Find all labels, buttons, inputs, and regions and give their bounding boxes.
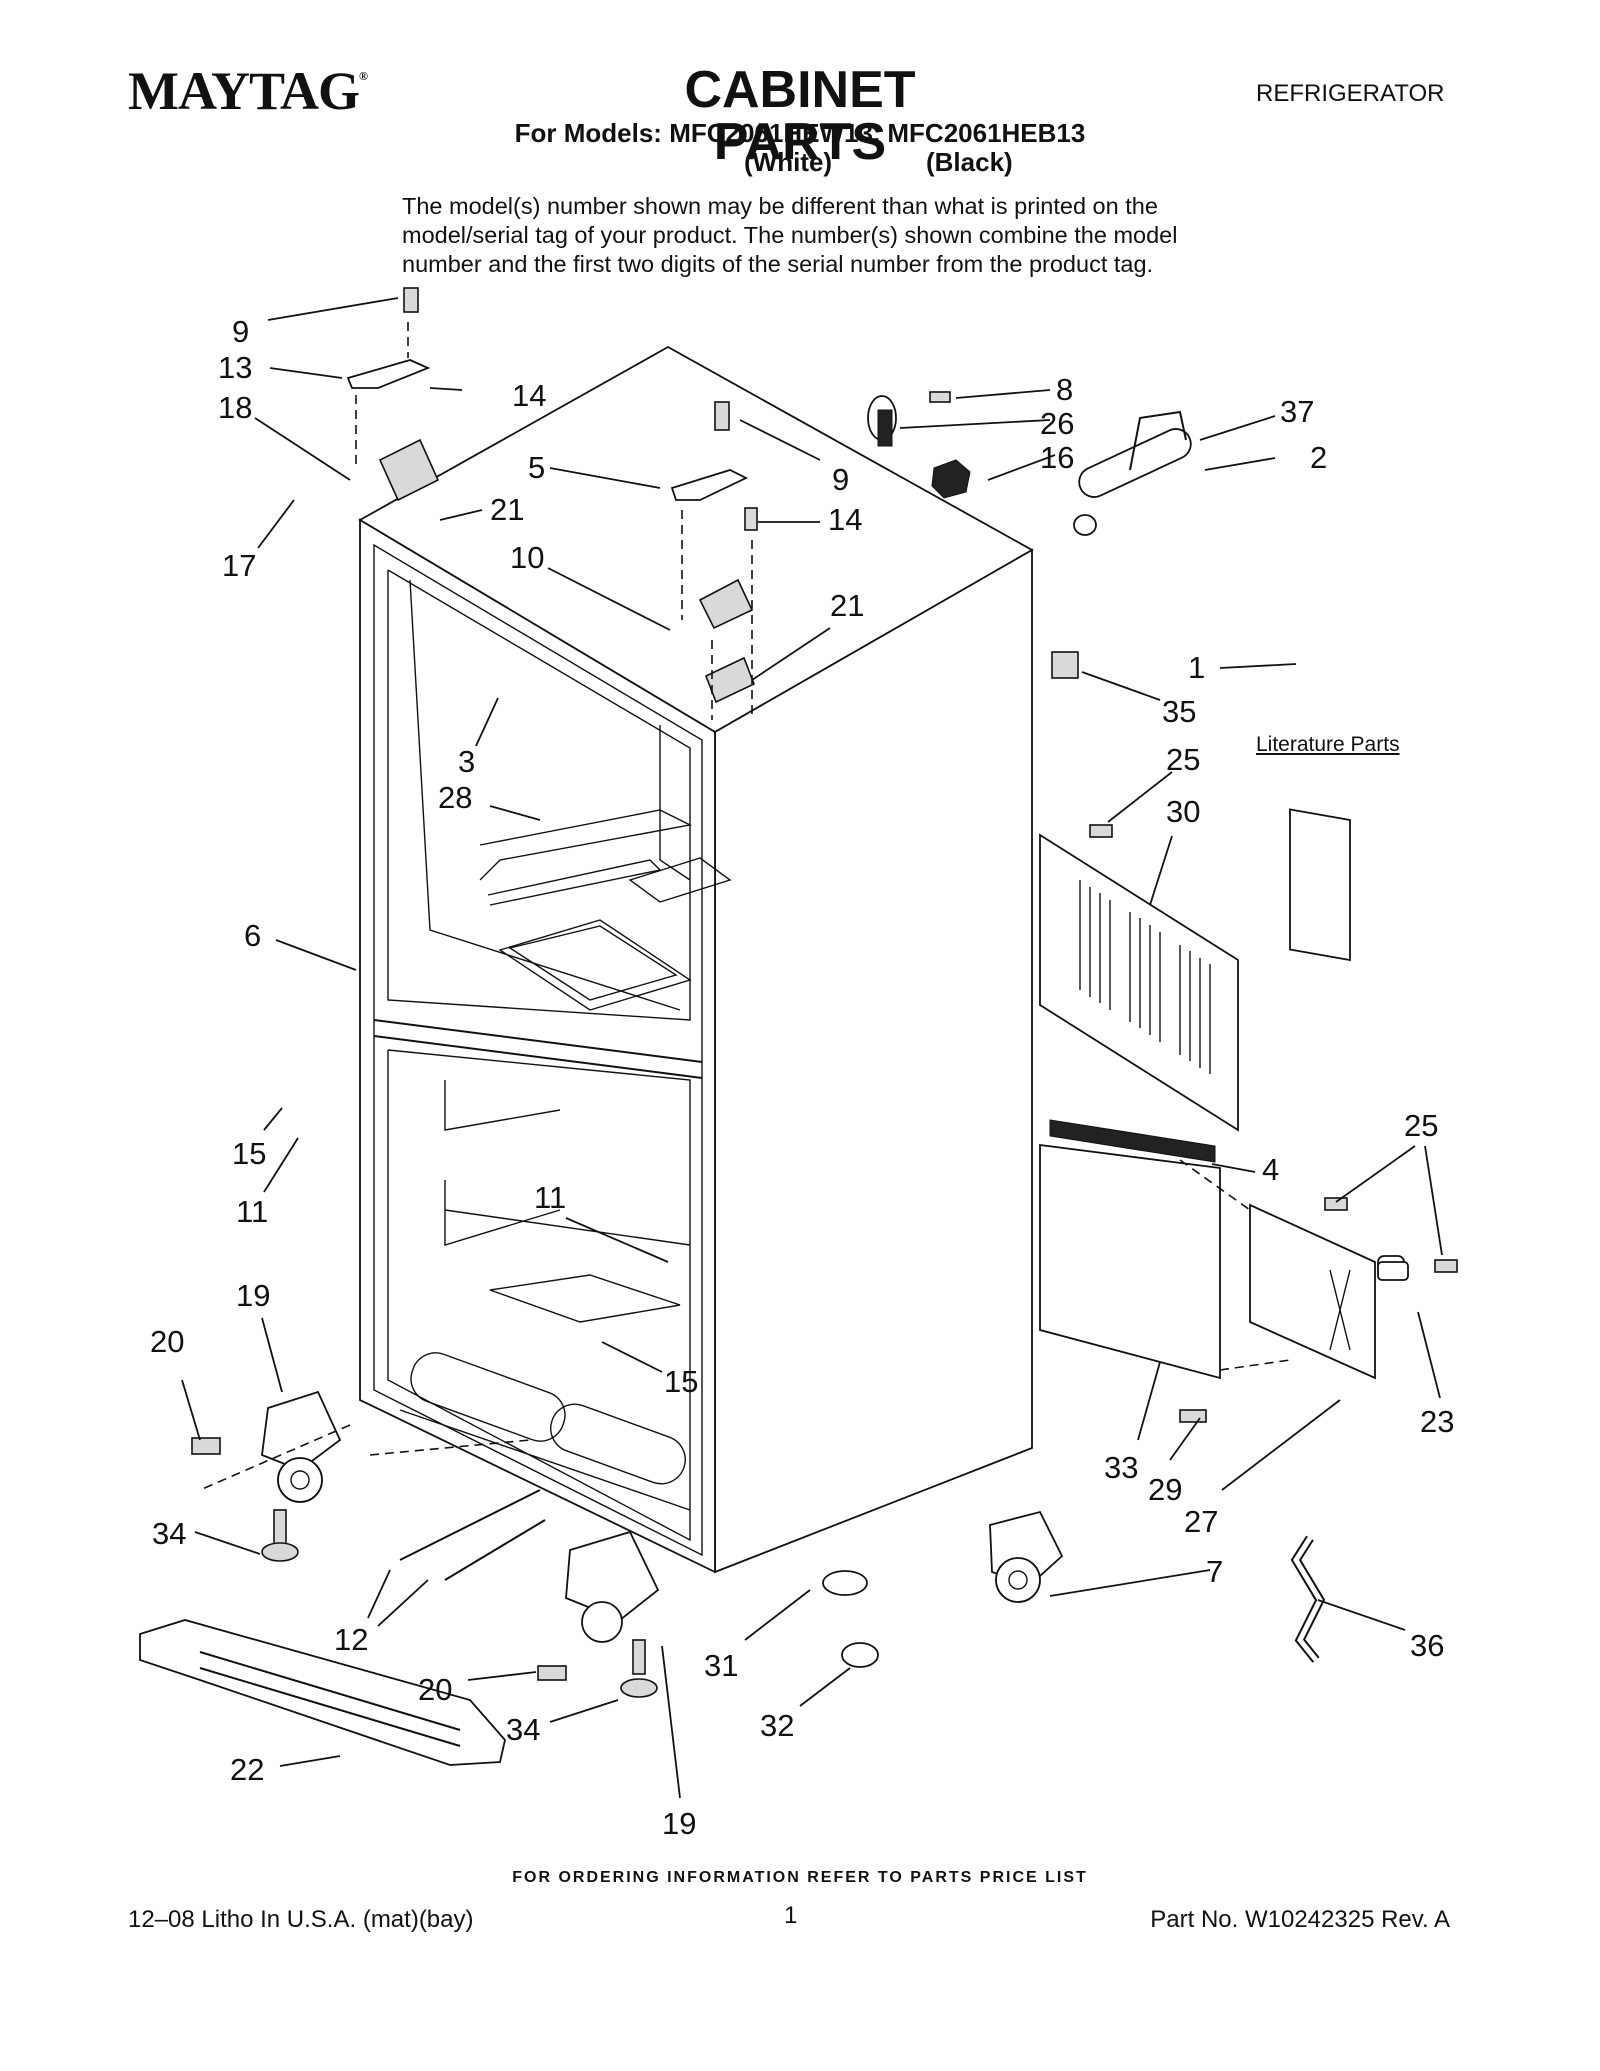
ordering-info: FOR ORDERING INFORMATION REFER TO PARTS …	[512, 1869, 1088, 1886]
callout-26: 26	[1040, 406, 1074, 441]
callout-9-right: 9	[832, 462, 849, 497]
registered-mark: ®	[359, 69, 368, 83]
callout-14-right: 14	[828, 502, 862, 537]
callout-29: 29	[1148, 1472, 1182, 1507]
callout-14: 14	[512, 378, 546, 413]
part-number: Part No. W10242325 Rev. A	[1150, 1906, 1450, 1933]
back-panel	[1039, 833, 1405, 1380]
print-info: 12–08 Litho In U.S.A. (mat)(bay)	[128, 1906, 474, 1933]
callout-25-upper: 25	[1166, 742, 1200, 777]
callout-34-left: 34	[152, 1516, 186, 1551]
callout-36: 36	[1410, 1628, 1444, 1663]
callout-7: 7	[1206, 1554, 1223, 1589]
callout-21-right: 21	[830, 588, 864, 623]
roller-assemblies	[191, 1390, 1064, 1698]
callout-22: 22	[230, 1752, 264, 1787]
color-black: (Black)	[926, 147, 1013, 177]
callout-32: 32	[760, 1708, 794, 1743]
callout-20-bottom: 20	[418, 1672, 452, 1707]
callout-5: 5	[528, 450, 545, 485]
callout-6: 6	[244, 918, 261, 953]
callout-17: 17	[222, 548, 256, 583]
page-title: CABINET PARTS	[684, 61, 916, 171]
callout-16: 16	[1040, 440, 1074, 475]
color-white: (White)	[744, 147, 833, 177]
callout-12: 12	[334, 1622, 368, 1657]
callout-23: 23	[1420, 1404, 1454, 1439]
callout-labels: 9 13 18 14 17 21 5 9 10 14 21 8 26 16 37…	[150, 314, 1454, 1841]
callout-31: 31	[704, 1648, 738, 1683]
upper-right-parts	[867, 391, 1351, 962]
callout-37: 37	[1280, 394, 1314, 429]
callout-11-left: 11	[236, 1194, 268, 1229]
callout-15-left: 15	[232, 1136, 266, 1171]
callout-13: 13	[218, 350, 252, 385]
callout-27: 27	[1184, 1504, 1218, 1539]
callout-2: 2	[1310, 440, 1327, 475]
callout-25-right: 25	[1404, 1108, 1438, 1143]
callout-28: 28	[438, 780, 472, 815]
top-hinge-left	[346, 287, 440, 502]
callout-19-bottom: 19	[662, 1806, 696, 1841]
callout-18: 18	[218, 390, 252, 425]
callout-8: 8	[1056, 372, 1073, 407]
callout-15-center: 15	[664, 1364, 698, 1399]
model-number-note: The model(s) number shown may be differe…	[402, 193, 1178, 277]
appliance-type: REFRIGERATOR	[1256, 80, 1445, 107]
callout-20-left: 20	[150, 1324, 184, 1359]
page-number: 1	[784, 1902, 798, 1929]
models-line: For Models: MFC2061HEW13, MFC2061HEB13	[514, 118, 1086, 148]
callout-11-center: 11	[534, 1180, 566, 1215]
callout-10: 10	[510, 540, 544, 575]
callout-30: 30	[1166, 794, 1200, 829]
cabinet-body	[358, 345, 1034, 1574]
callout-34-bottom: 34	[506, 1712, 540, 1747]
callout-9: 9	[232, 314, 249, 349]
callout-33: 33	[1104, 1450, 1138, 1485]
callout-4: 4	[1262, 1152, 1279, 1187]
leader-lines	[181, 297, 1443, 1799]
callout-35: 35	[1162, 694, 1196, 729]
callout-21: 21	[490, 492, 524, 527]
callout-3: 3	[458, 744, 475, 779]
literature-parts-label: Literature Parts	[1256, 733, 1400, 756]
top-hinge-right	[670, 401, 758, 720]
callout-19-left: 19	[236, 1278, 270, 1313]
brand-name: MAYTAG	[128, 61, 360, 121]
brand-logo: MAYTAG®	[128, 61, 368, 121]
callout-1: 1	[1188, 650, 1205, 685]
